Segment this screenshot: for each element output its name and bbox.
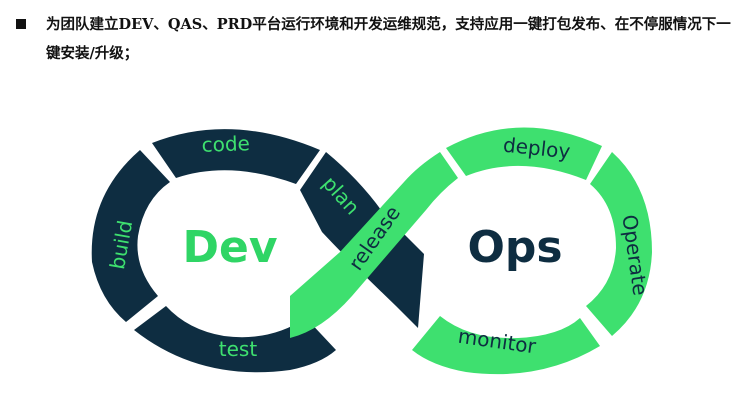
stage-test: test	[219, 337, 258, 361]
segment-build	[91, 150, 170, 322]
segment-monitor	[412, 316, 600, 375]
intro-paragraph: 为团队建立DEV、QAS、PRD平台运行环境和开发运维规范，支持应用一键打包发布…	[16, 10, 731, 68]
dev-loop	[91, 129, 424, 373]
stage-code: code	[201, 131, 250, 157]
ops-loop	[290, 127, 652, 375]
segment-code	[152, 129, 320, 184]
segment-operate	[586, 152, 652, 336]
square-bullet-icon	[16, 19, 26, 29]
intro-bullet: 为团队建立DEV、QAS、PRD平台运行环境和开发运维规范，支持应用一键打包发布…	[16, 10, 731, 68]
segment-release	[290, 152, 458, 338]
segment-deploy	[446, 127, 602, 180]
segment-test	[134, 306, 336, 373]
ops-label: Ops	[467, 222, 562, 273]
dev-label: Dev	[182, 222, 277, 273]
intro-text: 为团队建立DEV、QAS、PRD平台运行环境和开发运维规范，支持应用一键打包发布…	[46, 16, 731, 62]
